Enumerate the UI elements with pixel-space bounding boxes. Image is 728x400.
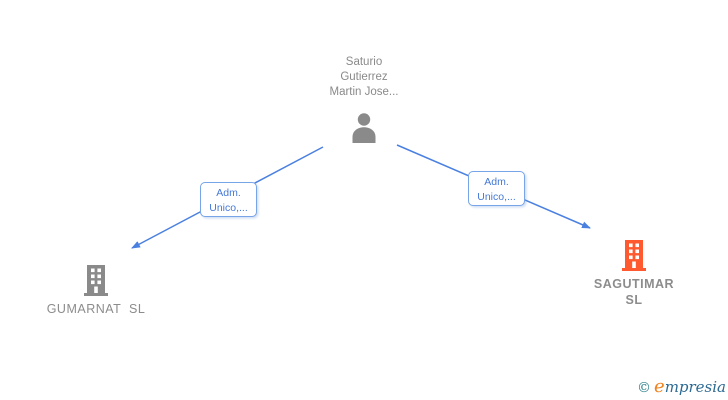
company-name: SAGUTIMAR SL bbox=[593, 277, 675, 307]
building-icon bbox=[622, 240, 646, 271]
brand-name: mpresia bbox=[664, 378, 726, 396]
person-node-label[interactable]: Saturio Gutierrez Martin Jose... bbox=[329, 56, 399, 98]
brand-initial: e bbox=[654, 376, 665, 397]
empresia-logo[interactable]: ©empresia bbox=[637, 376, 726, 397]
company-name: GUMARNAT SL bbox=[46, 302, 146, 316]
building-icon bbox=[84, 265, 108, 296]
company-node-sagutimar[interactable]: SAGUTIMAR SL bbox=[574, 240, 694, 308]
person-icon[interactable] bbox=[350, 112, 378, 143]
edge-label-adm-unico-right[interactable]: Adm. Unico,... bbox=[468, 171, 525, 206]
copyright-icon: © bbox=[637, 380, 652, 396]
company-node-gumarnat[interactable]: GUMARNAT SL bbox=[36, 265, 156, 317]
edge-label-adm-unico-left[interactable]: Adm. Unico,... bbox=[200, 182, 257, 217]
